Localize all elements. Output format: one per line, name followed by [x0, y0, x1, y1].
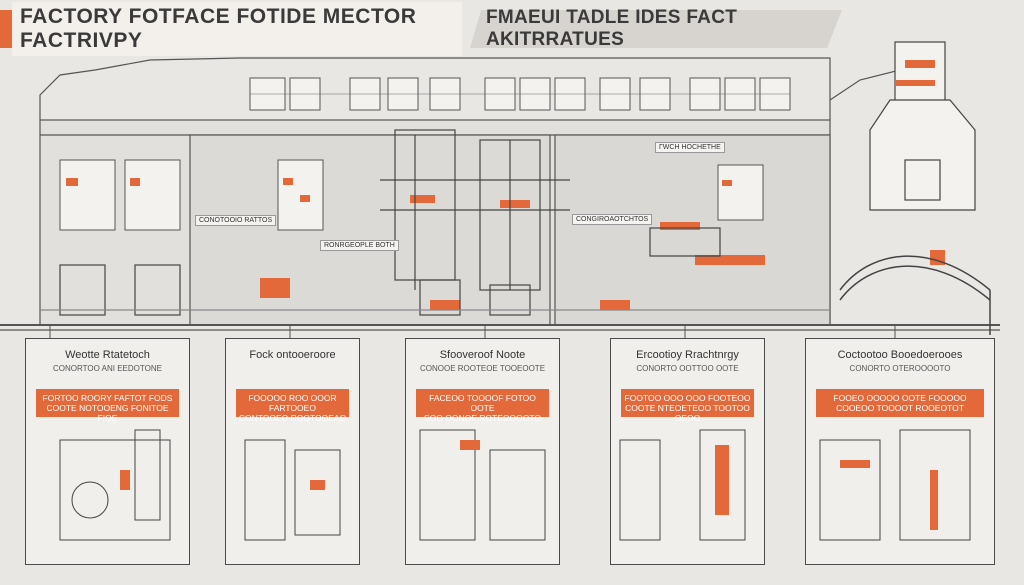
- station-panel-4: Ercootioy Rrachtnrgy CONORTO OOTTOO OOTE…: [610, 338, 765, 565]
- center-process-label: RONRGEOPLE BOTH: [320, 240, 399, 251]
- station-subtitle: CONORTO OTEROOOOTO: [849, 364, 951, 373]
- station-subtitle: CONOOE ROOTEOE TOOEOOTE: [419, 364, 546, 373]
- station-panel-1: Weotte Rtatetoch CONORTOO ANI EEDOTONE F…: [25, 338, 190, 565]
- control-room-label: ГWCH HOCHETHE: [655, 142, 725, 153]
- station-info-box: FACEOO TOOOOF FOTOO OOTE SOO OONOE ROTEO…: [416, 389, 549, 423]
- station-panel-5: Coctootoo Booedoerooes CONORTO OTEROOOOT…: [805, 338, 995, 565]
- station-title: Sfooveroof Noote: [439, 349, 526, 361]
- right-process-label: CONGIROAOTCHTOS: [572, 214, 653, 225]
- station-panel-3: Sfooveroof Noote CONOOE ROOTEOE TOOEOOTE…: [405, 338, 560, 565]
- station-title: Fock ontooeroore: [249, 349, 336, 361]
- station-info-box: FOOOOO ROO OOOR FARTOOEO CONTOOEO ROOTOO…: [236, 389, 349, 423]
- station-title: Weotte Rtatetoch: [65, 349, 150, 361]
- station-title: Ercootioy Rrachtnrgy: [636, 349, 739, 361]
- station-panel-2: Fock ontooeroore FOOOOO ROO OOOR FARTOOE…: [225, 338, 360, 565]
- title-right: FMAEUI TADLE IDES FACT AKITRRATUES: [486, 7, 738, 50]
- title-left: FACTORY FOTFACE FOTIDE MECTOR FACTRIVPY: [12, 2, 462, 56]
- station-info-box: FORTOO ROORY FAFTOT FODS COOTE NOTOOENG …: [36, 389, 179, 423]
- station-subtitle: CONORTO OOTTOO OOTE: [636, 364, 739, 373]
- station-subtitle: CONORTOO ANI EEDOTONE: [53, 364, 162, 373]
- station-info-box: FOOEO OOOOO OOTE FOOOOO COOEOO TOOOOT RO…: [816, 389, 984, 417]
- left-process-label: CONOTOOIO RATTOS: [195, 215, 277, 226]
- title-banner-left: FACTORY FOTFACE FOTIDE MECTOR FACTRIVPY: [0, 2, 462, 56]
- station-title: Coctootoo Booedoerooes: [837, 349, 963, 361]
- title-banner-right: FMAEUI TADLE IDES FACT AKITRRATUES: [470, 7, 842, 50]
- station-info-box: FOOTOO OOO OOO FOOTEOO COOTE NTEOETEOO T…: [621, 389, 754, 423]
